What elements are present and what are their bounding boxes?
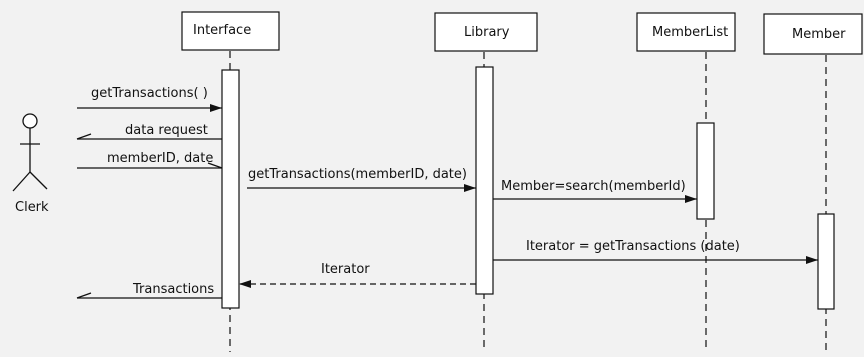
activation-memberlist	[696, 122, 715, 220]
message-memberid-date: memberID, date	[77, 151, 223, 169]
object-interface-label: Interface	[193, 23, 251, 38]
actor-clerk-label: Clerk	[15, 200, 49, 215]
object-library-label: Library	[464, 25, 510, 40]
message-gettransactions-label: getTransactions( )	[91, 86, 208, 101]
message-gettransactions: getTransactions( )	[77, 86, 222, 112]
activation-library	[475, 66, 494, 295]
object-interface: Interface	[181, 11, 280, 51]
object-member-label: Member	[792, 27, 846, 42]
message-iterator-return-label: Iterator	[321, 262, 370, 277]
activation-interface	[221, 69, 240, 309]
message-gettransactions-memberid: getTransactions(memberID, date)	[247, 167, 476, 192]
message-data-request: data request	[76, 123, 222, 140]
object-member: Member	[763, 13, 863, 55]
message-iterator-gettransactions-label: Iterator = getTransactions (date)	[526, 239, 740, 254]
message-search: Member=search(memberId)	[493, 179, 697, 203]
message-iterator-return: Iterator	[239, 262, 476, 288]
message-transactions: Transactions	[76, 282, 222, 299]
actor-head-icon	[22, 113, 38, 129]
message-data-request-label: data request	[125, 123, 208, 138]
object-memberlist-label: MemberList	[652, 25, 728, 40]
message-search-label: Member=search(memberId)	[501, 179, 686, 194]
message-iterator-gettransactions: Iterator = getTransactions (date)	[493, 239, 818, 264]
object-memberlist: MemberList	[636, 12, 736, 52]
object-library: Library	[434, 12, 538, 52]
activation-member	[817, 213, 835, 310]
actor-clerk	[12, 113, 48, 192]
message-gettransactions-memberid-label: getTransactions(memberID, date)	[248, 167, 467, 182]
message-memberid-date-label: memberID, date	[107, 151, 213, 166]
message-transactions-label: Transactions	[132, 282, 214, 297]
